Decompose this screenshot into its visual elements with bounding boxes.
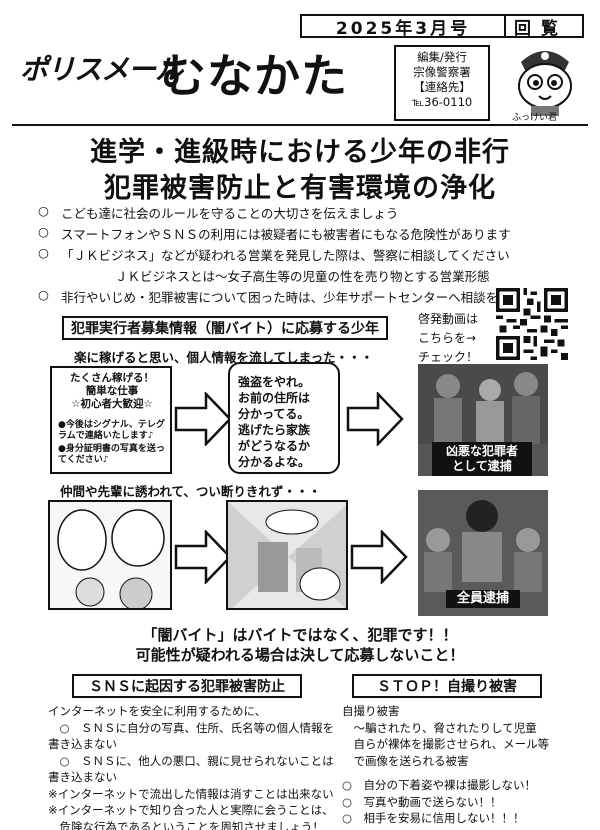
qr-code-icon[interactable] [496, 288, 568, 360]
arrow-right-icon [174, 530, 232, 584]
yami-caption-1: 楽に稼げると思い、個人情報を流してしまった・・・ [74, 350, 374, 365]
ad-line: たくさん稼げる！ [70, 372, 154, 384]
jidori-line: ○ 自分の下着姿や裸は撮影しない！ [342, 778, 537, 792]
bullet-text: 非行やいじめ・犯罪被害について困った時は、少年サポートセンターへ相談を [61, 290, 499, 305]
ad-item: ●今後はシグナル、テレグラムで連絡いたします♪ [58, 420, 165, 441]
threat-message-bubble: 強盗をやれ。 お前の住所は 分かってる。 逃げたら家族 がどうなるか 分かるよな… [228, 362, 340, 474]
publisher-line: ℡36-0110 [411, 95, 473, 109]
mascot-name: ふっけい君 [512, 113, 558, 123]
jidori-line: で画像を送られる被害 [342, 753, 469, 768]
issue-date: 2025年3月号 [300, 14, 506, 39]
sns-line: インターネットを安全に利用するために、 [48, 704, 267, 718]
main-title-line1: 進学・進級時における少年の非行 [90, 137, 510, 168]
arrow-right-icon [346, 392, 404, 446]
threat-line: 逃げたら家族 [238, 423, 311, 437]
sns-line: 書き込まない [48, 737, 117, 751]
header-divider [12, 124, 588, 126]
bullet-item: ○ 非行やいじめ・犯罪被害について困った時は、少年サポートセンターへ相談を [38, 287, 498, 306]
main-title-line2: 犯罪被害防止と有害環境の浄化 [104, 173, 496, 204]
ad-item: ●身分証明書の写真を送ってください♪ [58, 444, 165, 465]
threat-line: お前の住所は [238, 391, 311, 405]
qr-caption-line: チェック！ [418, 350, 479, 364]
sns-line: ○ ＳＮＳに自分の写真、住所、氏名等の個人情報を [48, 720, 335, 735]
bullet-mark: ○ [38, 224, 49, 239]
jidori-section-header: ＳＴＯＰ！自撮り被害 [352, 674, 542, 698]
threat-line: 強盗をやれ。 [238, 375, 311, 389]
robbery-illustration-icon [228, 502, 346, 608]
jidori-line: 自らが裸体を撮影させられ、メール等 [342, 737, 550, 751]
sns-line: ※インターネットで知り合った人と実際に会うことは、 [48, 803, 334, 817]
threat-line: 分かってる。 [238, 407, 310, 421]
publisher-line: 宗像警察署 [413, 65, 471, 79]
arrest-scene-icon [418, 364, 548, 444]
qr-caption-line: こちらを→ [418, 331, 477, 345]
arrest-label-line: 凶悪な犯罪者 [445, 444, 518, 458]
threat-line: 分かるよな。 [238, 455, 311, 469]
ad-bubble: たくさん稼げる！ 簡単な仕事 ☆初心者大歓迎☆ [60, 372, 164, 411]
jidori-line: ○ 写真や動画で送らない！！ [342, 794, 502, 809]
manga-panel-peer-pressure [48, 500, 172, 610]
bullet-text: 「ＪＫビジネス」などが疑われる営業を発見した際は、警察に相談してください [61, 248, 510, 263]
kairan-label: 回覧 [506, 14, 584, 39]
bullet-mark: ○ [38, 245, 49, 260]
arrest-photo-1: 凶悪な犯罪者 として逮捕 [418, 364, 548, 476]
jk-business-definition: ＪＫビジネスとは～女子高生等の児童の性を売り物とする営業形態 [115, 269, 490, 284]
bullet-item: ○ スマートフォンやＳＮＳの利用には被疑者にも被害者にもなる危険性があります [38, 224, 511, 243]
publisher-line: 【連絡先】 [413, 80, 471, 94]
qr-caption-line: 啓発動画は [418, 312, 479, 326]
spacer [342, 769, 549, 777]
jidori-line: 自撮り被害 [342, 704, 400, 718]
sns-section-header: ＳＮＳに起因する犯罪被害防止 [72, 674, 302, 698]
sns-body: インターネットを安全に利用するために、 ○ ＳＮＳに自分の写真、住所、氏名等の個… [48, 703, 334, 830]
publisher-box: 編集/発行 宗像警察署 【連絡先】 ℡36-0110 [394, 45, 490, 121]
group-arrest-scene-icon [418, 490, 548, 616]
warning-line-2: 可能性が疑われる場合は決して応募しないこと！ [135, 646, 465, 664]
mascot-fukkei-icon [518, 51, 572, 116]
warning-line-1: 「闇バイト」はバイトではなく、犯罪です！！ [142, 626, 458, 644]
yami-baito-header: 犯罪実行者募集情報（闇バイト）に応募する少年 [62, 316, 388, 340]
sns-line: ※インターネットで流出した情報は消すことは出来ない [48, 786, 334, 801]
bullet-text: スマートフォンやＳＮＳの利用には被疑者にも被害者にもなる危険性があります [61, 227, 511, 242]
jidori-line: ○ 相手を安易に信用しない！！！ [342, 811, 525, 825]
arrest-label-line: として逮捕 [452, 459, 512, 473]
ad-line: 簡単な仕事 [85, 385, 139, 397]
manga-panel-robbery [226, 500, 348, 610]
bullet-text: こども達に社会のルールを守ることの大切さを伝えましょう [61, 206, 399, 221]
brand-police-mail: ポリスメール [20, 53, 183, 86]
arrest-label-1: 凶悪な犯罪者 として逮捕 [432, 442, 532, 476]
bullet-mark: ○ [38, 287, 49, 302]
brand-munakata: むなかた [160, 49, 348, 103]
arrest-photo-2: 全員逮捕 [418, 490, 548, 616]
jidori-body: 自撮り被害 ～騙されたり、脅されたりして児童 自らが裸体を撮影させられ、メール等… [342, 703, 549, 827]
sns-line: 書き込まない [48, 770, 117, 784]
bullet-item: ○ こども達に社会のルールを守ることの大切さを伝えましょう [38, 203, 398, 222]
threat-line: がどうなるか [238, 439, 311, 453]
phone-ad-panel: たくさん稼げる！ 簡単な仕事 ☆初心者大歓迎☆ ●今後はシグナル、テレグラムで連… [50, 366, 172, 474]
sns-line: 危険な行為であるということを周知させましょう！ [48, 819, 324, 830]
ad-line: ☆初心者大歓迎☆ [71, 398, 153, 410]
sns-line: ○ ＳＮＳに、他人の悪口、親に見せられないことは [48, 753, 334, 768]
arrow-right-icon [350, 530, 408, 584]
publisher-line: 編集/発行 [417, 50, 467, 64]
jidori-line: ～騙されたり、脅されたりして児童 [342, 720, 537, 735]
yami-caption-2: 仲間や先輩に誘われて、つい断りきれず・・・ [60, 484, 321, 499]
arrest-label-2: 全員逮捕 [446, 590, 520, 608]
arrow-right-icon [174, 392, 232, 446]
ad-items: ●今後はシグナル、テレグラムで連絡いたします♪ ●身分証明書の写真を送ってくださ… [58, 420, 168, 466]
bullet-item: ○ 「ＪＫビジネス」などが疑われる営業を発見した際は、警察に相談してください [38, 245, 510, 264]
bullet-mark: ○ [38, 203, 49, 218]
peer-pressure-illustration-icon [50, 502, 170, 608]
